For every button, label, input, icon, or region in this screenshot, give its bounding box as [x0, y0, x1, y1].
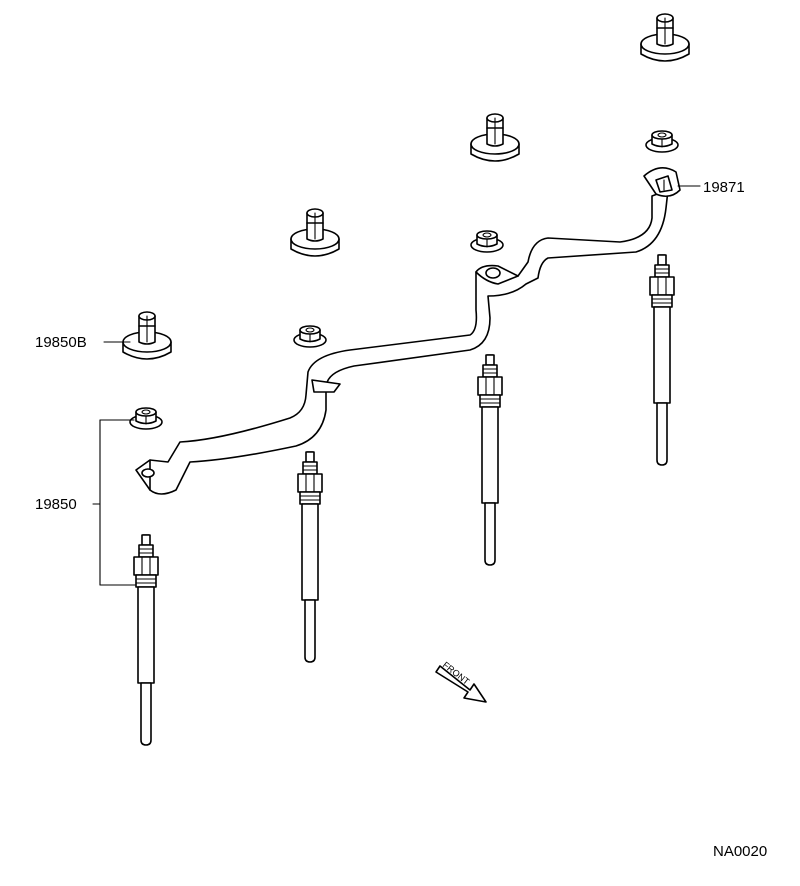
nut-3 — [293, 325, 327, 348]
front-arrow: FRONT — [435, 660, 487, 703]
glow-plug-3 — [297, 451, 323, 663]
label-glow-plug-cap: 19850B — [35, 334, 87, 351]
nut-4 — [129, 407, 163, 430]
nut-2 — [470, 230, 504, 253]
label-glow-plug: 19850 — [35, 496, 77, 513]
label-bus-bar: 19871 — [703, 179, 745, 196]
terminal-cap-1 — [640, 13, 690, 62]
figure-code: NA0020 — [713, 843, 767, 860]
leader-19850-bracket — [92, 419, 136, 586]
glow-plug-1 — [649, 254, 675, 466]
glow-plug-4 — [133, 534, 159, 746]
glow-plug-bus-bar — [135, 167, 681, 495]
nut-1 — [645, 130, 679, 153]
terminal-cap-2 — [470, 113, 520, 162]
glow-plug-2 — [477, 354, 503, 566]
terminal-cap-3 — [290, 208, 340, 257]
terminal-cap-4 — [122, 311, 172, 360]
